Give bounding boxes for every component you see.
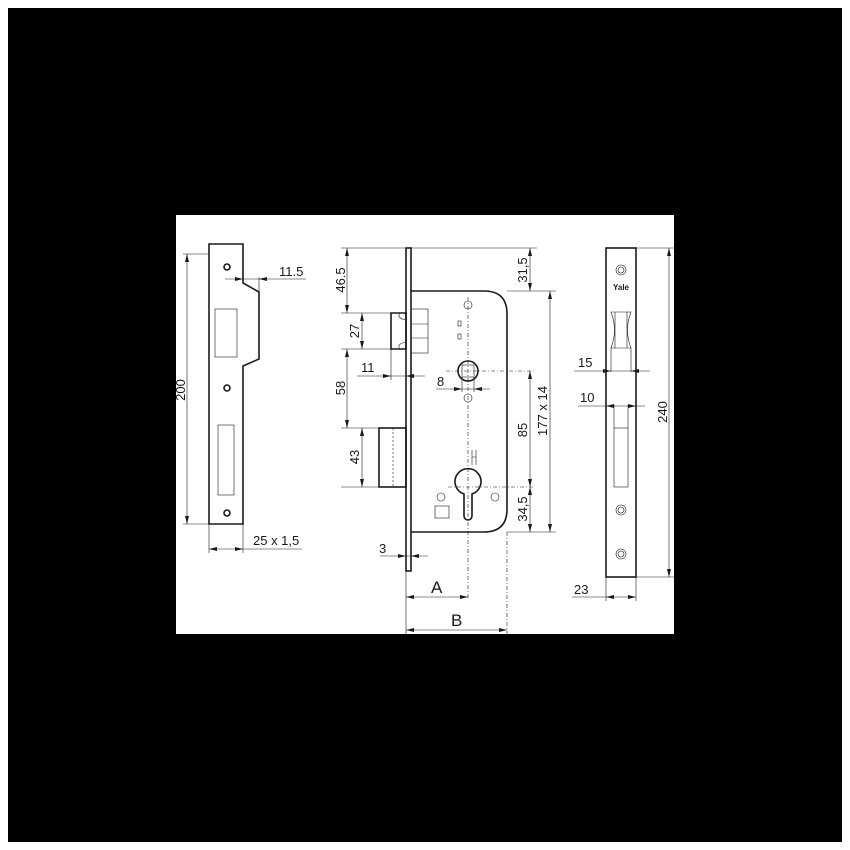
- dim-latch-slot: 15: [578, 355, 592, 370]
- dim-cylinder-to-bottom: 34,5: [515, 496, 530, 521]
- lock-case: [411, 290, 508, 533]
- dim-centre-distance: 85: [515, 423, 530, 437]
- dim-latch-to-bolt: 58: [333, 381, 348, 395]
- fixing-hole-icon: [463, 393, 473, 403]
- screw-hole-icon: [615, 548, 627, 560]
- fixing-hole-icon: [436, 492, 446, 502]
- dim-faceplate-width: 23: [574, 582, 588, 597]
- dim-depth-b: B: [451, 611, 462, 630]
- dim-latch-height: 27: [347, 324, 362, 338]
- dim-top-offset: 31,5: [515, 257, 530, 282]
- dim-bolt-slot: 10: [580, 390, 594, 405]
- latch-slot: [610, 311, 632, 349]
- dim-strike-width: 25 x 1,5: [253, 533, 299, 548]
- front-faceplate: Yale 15 10 240: [572, 247, 674, 601]
- dim-strike-lip: 11.5: [279, 264, 303, 279]
- screw-hole-icon: [223, 509, 231, 517]
- dim-top-to-latch: 46.5: [333, 267, 348, 292]
- dead-bolt: [378, 427, 407, 488]
- screw-hole-icon: [615, 264, 627, 276]
- strike-plate: 200 11.5 25 x 1,5: [173, 243, 306, 553]
- bolt-cutout: [217, 424, 235, 496]
- spindle-hub-icon: [457, 360, 479, 382]
- dim-body-size: 177 x 14: [535, 386, 550, 436]
- screw-hole-icon: [615, 504, 627, 516]
- cylinder-hole-icon: [454, 467, 482, 521]
- bolt-slot: [613, 427, 629, 488]
- screw-hole-icon: [223, 263, 231, 271]
- dim-bolt-height: 43: [347, 450, 362, 464]
- dim-strike-height: 200: [173, 379, 188, 401]
- fixing-hole-icon: [463, 300, 473, 310]
- dim-spindle: 8: [437, 374, 444, 389]
- faceplate-outline: [605, 247, 637, 578]
- latch-cutout: [214, 308, 238, 358]
- lock-body: 46.5 27 58 43 11 8 3 A: [333, 247, 556, 634]
- screw-hole-icon: [223, 384, 231, 392]
- latch-bolt: [390, 312, 407, 350]
- dim-faceplate-height: 240: [655, 401, 670, 423]
- fixing-hole-icon: [490, 492, 500, 502]
- dim-backset-a: A: [431, 578, 443, 597]
- brand-logo: Yale: [613, 283, 630, 292]
- dim-latch-projection: 11: [361, 360, 375, 375]
- strike-plate-outline: [208, 243, 260, 525]
- lock-faceplate: [405, 247, 412, 572]
- dim-faceplate-thickness: 3: [379, 541, 386, 556]
